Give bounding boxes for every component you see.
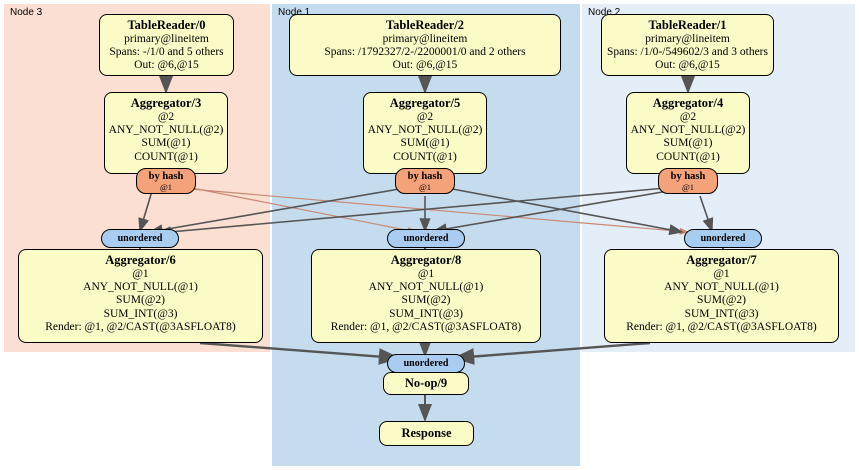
region-label-node-3: Node 3	[10, 7, 43, 18]
sync-label: unordered	[403, 232, 449, 244]
node-line: COUNT(@1)	[134, 150, 198, 163]
node-line: SUM(@1)	[141, 137, 191, 150]
node-line: SUM(@1)	[400, 137, 450, 150]
node-aggregator-8[interactable]: Aggregator/8 @1 ANY_NOT_NULL(@1) SUM(@2)…	[311, 249, 541, 343]
node-title: Response	[401, 425, 452, 440]
node-line: @2	[157, 111, 175, 123]
node-aggregator-7[interactable]: Aggregator/7 @1 ANY_NOT_NULL(@1) SUM(@2)…	[604, 249, 839, 343]
sync-label: unordered	[403, 357, 449, 369]
node-line: SUM(@2)	[401, 294, 451, 307]
sync-unordered-left[interactable]: unordered	[101, 229, 179, 248]
node-line: Render: @1, @2/CAST(@3ASFLOAT8)	[626, 320, 817, 333]
node-aggregator-6[interactable]: Aggregator/6 @1 ANY_NOT_NULL(@1) SUM(@2)…	[18, 249, 263, 343]
node-tablereader-1[interactable]: TableReader/1 primary@lineitem Spans: /1…	[601, 14, 774, 76]
node-line: SUM_INT(@3)	[389, 307, 463, 320]
region-label-node-2: Node 2	[588, 7, 621, 18]
node-line: SUM(@2)	[116, 294, 165, 307]
node-line: Render: @1, @2/CAST(@3ASFLOAT8)	[45, 320, 236, 333]
router-by-hash-right[interactable]: by hash @1	[658, 168, 718, 194]
router-by-hash-left[interactable]: by hash @1	[136, 168, 196, 194]
node-line: primary@lineitem	[645, 33, 730, 45]
node-title: Aggregator/4	[652, 96, 724, 110]
node-line: Spans: /1/0-/549602/3 and 3 others	[607, 46, 768, 59]
node-aggregator-3[interactable]: Aggregator/3 @2 ANY_NOT_NULL(@2) SUM(@1)…	[104, 92, 228, 174]
node-line: SUM_INT(@3)	[684, 307, 759, 320]
node-title: TableReader/0	[127, 18, 206, 32]
router-label: by hash	[670, 171, 706, 182]
node-line: Spans: /1792327/2-/2200001/0 and 2 other…	[324, 46, 526, 59]
node-tablereader-0[interactable]: TableReader/0 primary@lineitem Spans: -/…	[99, 14, 234, 76]
region-label-node-1: Node 1	[278, 7, 311, 18]
node-line: Out: @6,@15	[655, 59, 720, 72]
node-line: @1	[713, 268, 730, 280]
node-line: SUM(@1)	[663, 137, 713, 150]
node-line: Render: @1, @2/CAST(@3ASFLOAT8)	[330, 320, 522, 333]
router-sublabel: @1	[159, 181, 173, 192]
node-line: primary@lineitem	[382, 33, 468, 45]
router-by-hash-mid[interactable]: by hash @1	[395, 168, 455, 194]
sync-unordered-right[interactable]: unordered	[684, 229, 762, 248]
node-line: COUNT(@1)	[393, 150, 457, 163]
node-line: Out: @6,@15	[392, 59, 458, 72]
node-title: Aggregator/7	[686, 253, 757, 267]
router-label: by hash	[148, 171, 184, 182]
node-line: ANY_NOT_NULL(@1)	[83, 281, 198, 294]
node-line: @1	[132, 268, 149, 280]
node-line: SUM_INT(@3)	[103, 307, 178, 320]
node-aggregator-5[interactable]: Aggregator/5 @2 ANY_NOT_NULL(@2) SUM(@1)…	[363, 92, 487, 174]
node-line: ANY_NOT_NULL(@2)	[367, 124, 483, 137]
node-title: TableReader/1	[648, 18, 727, 32]
sync-unordered-final[interactable]: unordered	[387, 354, 465, 373]
node-title: Aggregator/3	[130, 96, 202, 110]
sync-label: unordered	[117, 232, 163, 244]
node-line: ANY_NOT_NULL(@2)	[108, 124, 224, 137]
node-tablereader-2[interactable]: TableReader/2 primary@lineitem Spans: /1…	[289, 14, 561, 76]
router-sublabel: @1	[418, 181, 432, 192]
node-title: No-op/9	[404, 375, 448, 390]
node-response[interactable]: Response	[379, 421, 474, 446]
node-title: Aggregator/8	[390, 253, 462, 267]
node-line: @2	[679, 111, 697, 123]
node-title: Aggregator/6	[105, 253, 176, 267]
node-line: ANY_NOT_NULL(@2)	[630, 124, 746, 137]
node-line: Out: @6,@15	[134, 59, 199, 72]
node-title: TableReader/2	[385, 18, 464, 32]
router-label: by hash	[407, 171, 443, 182]
node-aggregator-4[interactable]: Aggregator/4 @2 ANY_NOT_NULL(@2) SUM(@1)…	[626, 92, 750, 174]
node-line: @1	[417, 268, 435, 280]
node-line: @2	[416, 111, 434, 123]
node-line: primary@lineitem	[124, 33, 209, 45]
router-sublabel: @1	[681, 181, 695, 192]
sync-unordered-mid[interactable]: unordered	[387, 229, 465, 248]
node-line: SUM(@2)	[697, 294, 746, 307]
node-line: ANY_NOT_NULL(@1)	[368, 281, 484, 294]
node-line: ANY_NOT_NULL(@1)	[664, 281, 779, 294]
node-line: COUNT(@1)	[656, 150, 720, 163]
node-line: Spans: -/1/0 and 5 others	[109, 46, 224, 59]
sync-label: unordered	[700, 232, 746, 244]
node-title: Aggregator/5	[389, 96, 461, 110]
node-no-op-9[interactable]: No-op/9	[383, 372, 469, 395]
